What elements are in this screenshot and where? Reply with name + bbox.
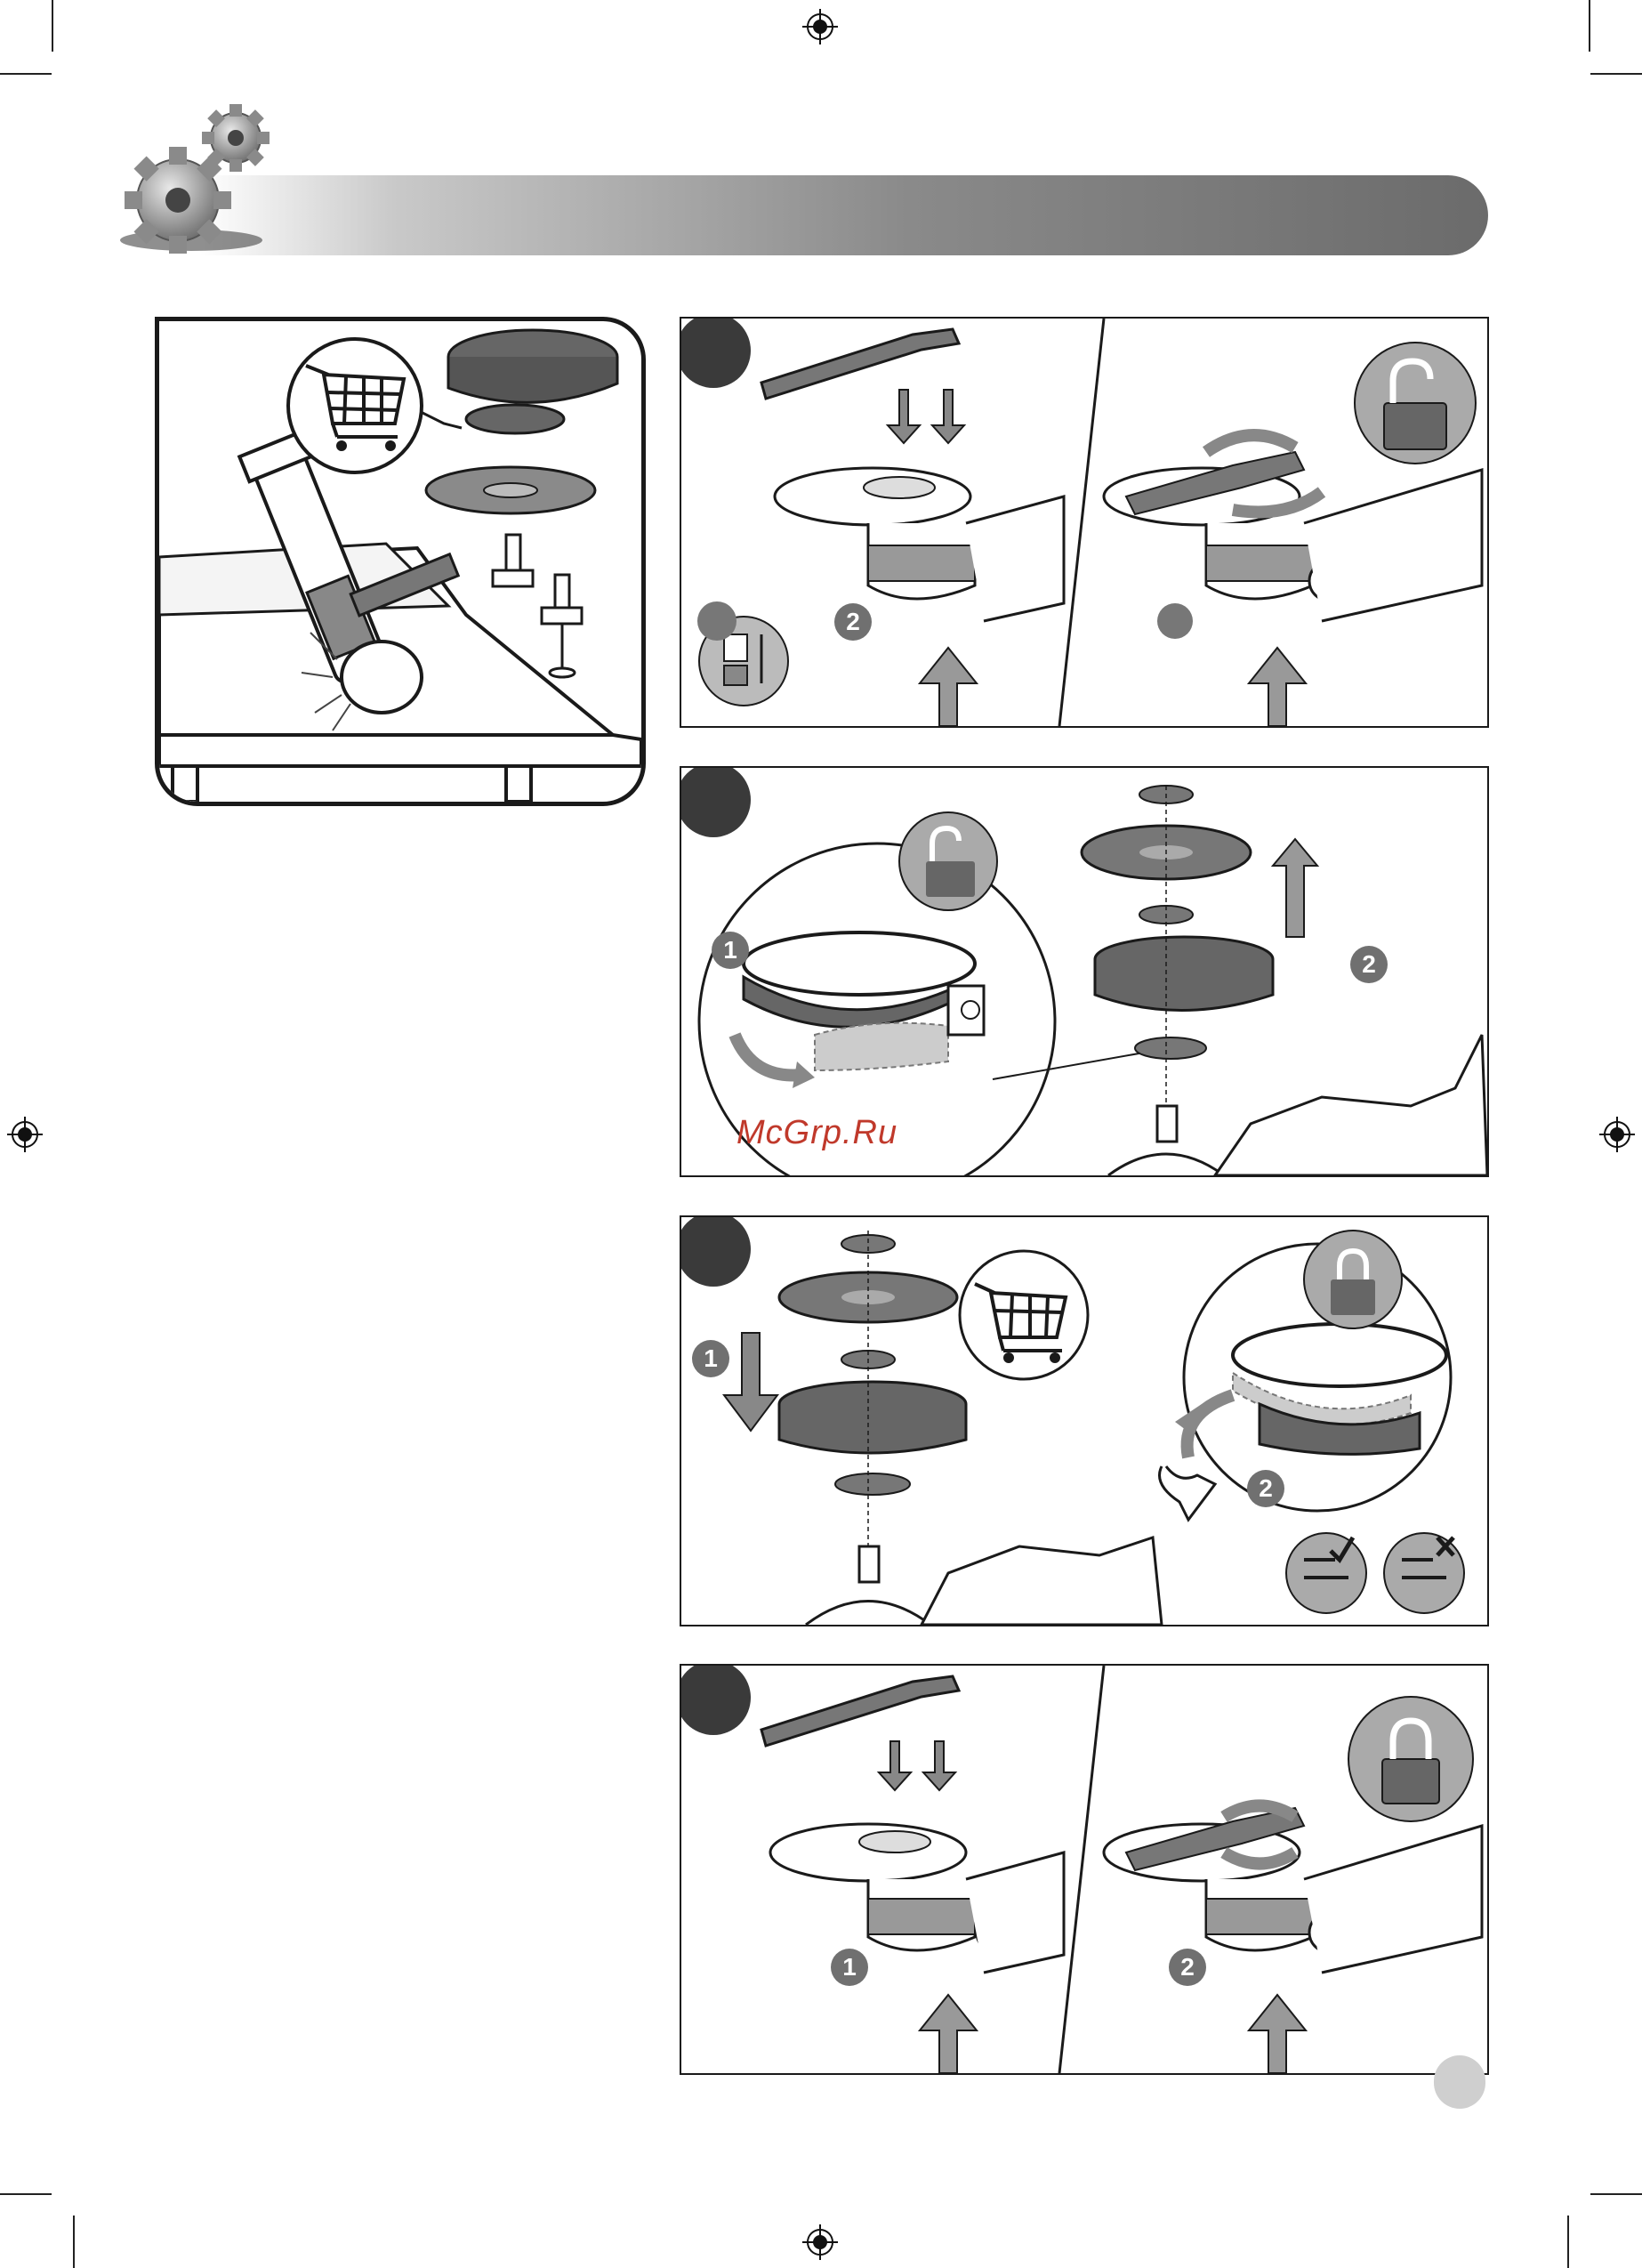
- crop-mark: [73, 2216, 75, 2268]
- step-panel-d: 1 2: [680, 1664, 1489, 2075]
- registration-mark: [802, 2224, 838, 2260]
- crop-mark: [1589, 0, 1590, 52]
- crop-mark: [1590, 73, 1642, 75]
- step-panel-c: 1 2: [680, 1215, 1489, 1626]
- section-header-bar: [200, 175, 1488, 255]
- step-number: 1: [831, 1949, 868, 1986]
- remove-disc-illustration: [681, 319, 1487, 726]
- crop-mark: [0, 73, 52, 75]
- crop-mark: [52, 0, 53, 52]
- page-number-tab: [1434, 2055, 1485, 2109]
- install-guard-illustration: [681, 1217, 1487, 1625]
- gears-icon: [107, 98, 285, 258]
- step-number: 2: [834, 603, 872, 641]
- tighten-disc-illustration: [681, 1666, 1487, 2073]
- grinder-on-workbench-illustration: [159, 321, 641, 802]
- step-number: 1: [712, 932, 749, 969]
- registration-mark: [802, 9, 838, 44]
- step-number: 2: [1247, 1470, 1284, 1507]
- crop-mark: [1567, 2216, 1569, 2268]
- step-number: 1: [692, 1340, 729, 1377]
- step-panel-a: 2: [680, 317, 1489, 728]
- step-number: 2: [1350, 946, 1388, 983]
- registration-mark: [1599, 1117, 1635, 1152]
- step-number: 2: [1169, 1949, 1206, 1986]
- watermark-text: McGrp.Ru: [736, 1114, 897, 1152]
- crop-mark: [1590, 2193, 1642, 2195]
- crop-mark: [0, 2193, 52, 2195]
- registration-mark: [7, 1117, 43, 1152]
- workbench-illustration-panel: [155, 317, 646, 806]
